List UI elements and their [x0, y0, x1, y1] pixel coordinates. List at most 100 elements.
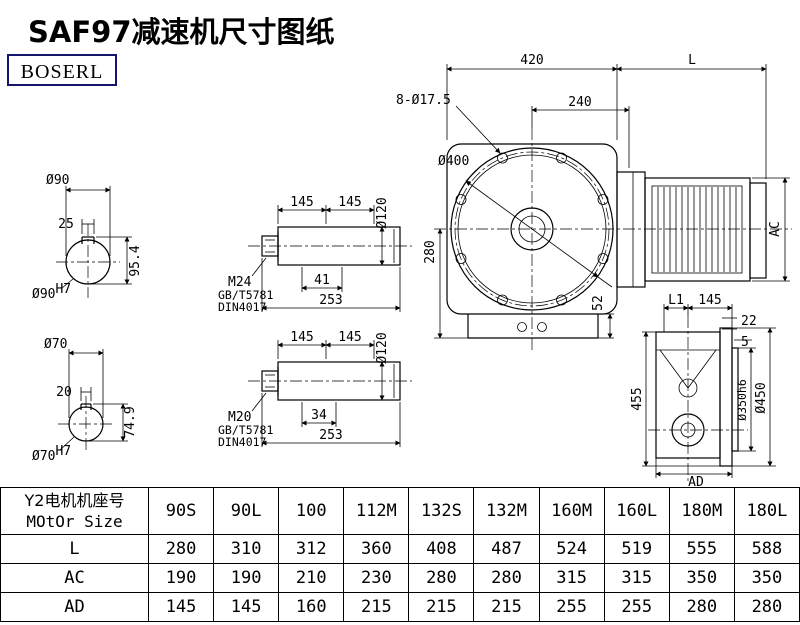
dim-spigot-dia: Ø350h6	[735, 379, 749, 421]
table-cell: 280	[668, 592, 735, 622]
row-label-AC: AC	[0, 563, 149, 593]
table-cell: 210	[278, 563, 345, 593]
dim-AD: AD	[688, 475, 704, 487]
thread-callout-top: M24	[228, 275, 252, 290]
std2-top: DIN4017	[218, 300, 267, 314]
table-cell: 230	[343, 563, 410, 593]
table-cell: 280	[147, 534, 215, 564]
table-cell: 555	[668, 534, 735, 564]
table-cell: 350	[668, 563, 735, 593]
page-title: SAF97减速机尺寸图纸	[28, 15, 335, 49]
table-cell: 160	[278, 592, 345, 622]
table-header-row: Y2电机机座号 MOtOr Size 90S 90L 100 112M 132S…	[0, 487, 800, 535]
dim-flange-dia-400: Ø400	[438, 154, 469, 169]
shaft-rod-bottom-view: 145 145 Ø120 M20 GB/T5781 DIN4017 34 253	[218, 330, 412, 449]
col-header-132M: 132M	[473, 487, 540, 535]
dimension-drawing: SAF97减速机尺寸图纸 BOSERL 25 95.4 Ø90 Ø90H7	[7, 15, 792, 487]
row-label-AD: AD	[0, 592, 149, 622]
dim-bore-height-90: 95.4	[128, 245, 143, 276]
table-cell: 315	[538, 563, 605, 593]
bore-section-70-view: 20 74.9 Ø70 Ø70H7	[32, 337, 138, 464]
table-cell: 280	[733, 592, 800, 622]
table-cell: 487	[473, 534, 540, 564]
table-cell: 588	[733, 534, 800, 564]
dim-52: 52	[591, 295, 606, 311]
table-cell: 280	[473, 563, 540, 593]
dim-motor-height-AC: AC	[768, 221, 783, 237]
table-row-L: L 280 310 312 360 408 487 524 519 555 58…	[0, 534, 800, 564]
row-label-L: L	[0, 534, 149, 564]
table-cell: 360	[343, 534, 410, 564]
std1-bottom: GB/T5781	[218, 423, 273, 437]
table-cell: 312	[278, 534, 345, 564]
col-header-160M: 160M	[538, 487, 605, 535]
table-cell: 255	[603, 592, 670, 622]
col-header-90S: 90S	[147, 487, 215, 535]
table-cell: 145	[213, 592, 280, 622]
col-header-132S: 132S	[408, 487, 475, 535]
dim-rod-total-top: 253	[319, 293, 342, 308]
fit-label-70: Ø70H7	[32, 444, 71, 464]
side-view: L1 145 22 5 455 Ø350h6 Ø450 AD	[630, 293, 776, 487]
table-row-AD: AD 145 145 160 215 215 215 255 255 280 2…	[0, 592, 800, 622]
table-cell: 255	[538, 592, 605, 622]
dim-L1: L1	[668, 293, 684, 308]
thread-callout-bottom: M20	[228, 410, 251, 425]
table-cell: 280	[408, 563, 475, 593]
dim-bore-dia-90: Ø90	[46, 173, 69, 188]
table-cell: 145	[147, 592, 215, 622]
dim-bore-height-70: 74.9	[123, 406, 138, 437]
table-cell: 408	[408, 534, 475, 564]
dim-rod-seg2-bottom: 145	[338, 330, 361, 345]
col-header-112M: 112M	[343, 487, 410, 535]
header-line1: Y2电机机座号	[24, 491, 125, 510]
table-cell: 524	[538, 534, 605, 564]
dim-rod-seg1-top: 145	[290, 195, 313, 210]
std1-top: GB/T5781	[218, 288, 273, 302]
dim-rod-sub-bottom: 34	[311, 408, 327, 423]
dim-bore-dia-70: Ø70	[44, 337, 67, 352]
fit-label-90: Ø90H7	[32, 282, 71, 302]
bore-section-90-view: 25 95.4 Ø90 Ø90H7	[32, 173, 143, 302]
table-cell: 215	[343, 592, 410, 622]
dim-motor-length-L: L	[688, 53, 696, 68]
col-header-180L: 180L	[733, 487, 800, 535]
table-cell: 190	[147, 563, 215, 593]
dim-rod-seg2-top: 145	[338, 195, 361, 210]
col-header-90L: 90L	[213, 487, 280, 535]
dim-rod-dia-top: Ø120	[375, 197, 390, 228]
table-cell: 519	[603, 534, 670, 564]
dim-side-145: 145	[698, 293, 721, 308]
dim-center-height-280: 280	[423, 240, 438, 263]
dim-keyway-width-70: 20	[56, 385, 72, 400]
dim-rod-sub-top: 41	[314, 273, 330, 288]
table-cell: 310	[213, 534, 280, 564]
brand-logo: BOSERL	[7, 54, 117, 86]
dim-total-height-455: 455	[630, 387, 645, 410]
shaft-rod-top-view: 145 145 Ø120 M24 GB/T5781 DIN4017 41 253	[218, 195, 412, 314]
table-cell: 190	[213, 563, 280, 593]
dim-5: 5	[741, 335, 749, 350]
table-cell: 350	[733, 563, 800, 593]
bolt-holes-callout: 8-Ø17.5	[396, 93, 451, 108]
header-line2: MOtOr Size	[26, 512, 123, 531]
std2-bottom: DIN4017	[218, 435, 267, 449]
table-row-AC: AC 190 190 210 230 280 280 315 315 350 3…	[0, 563, 800, 593]
dim-flange-width: 420	[520, 53, 543, 68]
dim-rod-seg1-bottom: 145	[290, 330, 313, 345]
col-header-160L: 160L	[603, 487, 670, 535]
table-cell: 215	[408, 592, 475, 622]
dim-22: 22	[741, 314, 757, 329]
table-header-motor-size: Y2电机机座号 MOtOr Size	[0, 487, 149, 535]
dim-flange-dia-450: Ø450	[754, 382, 769, 413]
dim-240: 240	[568, 95, 591, 110]
dim-rod-total-bottom: 253	[319, 428, 342, 443]
brand-logo-text: BOSERL	[21, 61, 104, 83]
col-header-100: 100	[278, 487, 345, 535]
dim-rod-dia-bottom: Ø120	[375, 332, 390, 363]
col-header-180M: 180M	[668, 487, 735, 535]
motor-size-table: Y2电机机座号 MOtOr Size 90S 90L 100 112M 132S…	[0, 487, 800, 622]
front-view: 420 L 8-Ø17.5 240 Ø400 280 52 AC	[396, 53, 792, 350]
table-cell: 215	[473, 592, 540, 622]
